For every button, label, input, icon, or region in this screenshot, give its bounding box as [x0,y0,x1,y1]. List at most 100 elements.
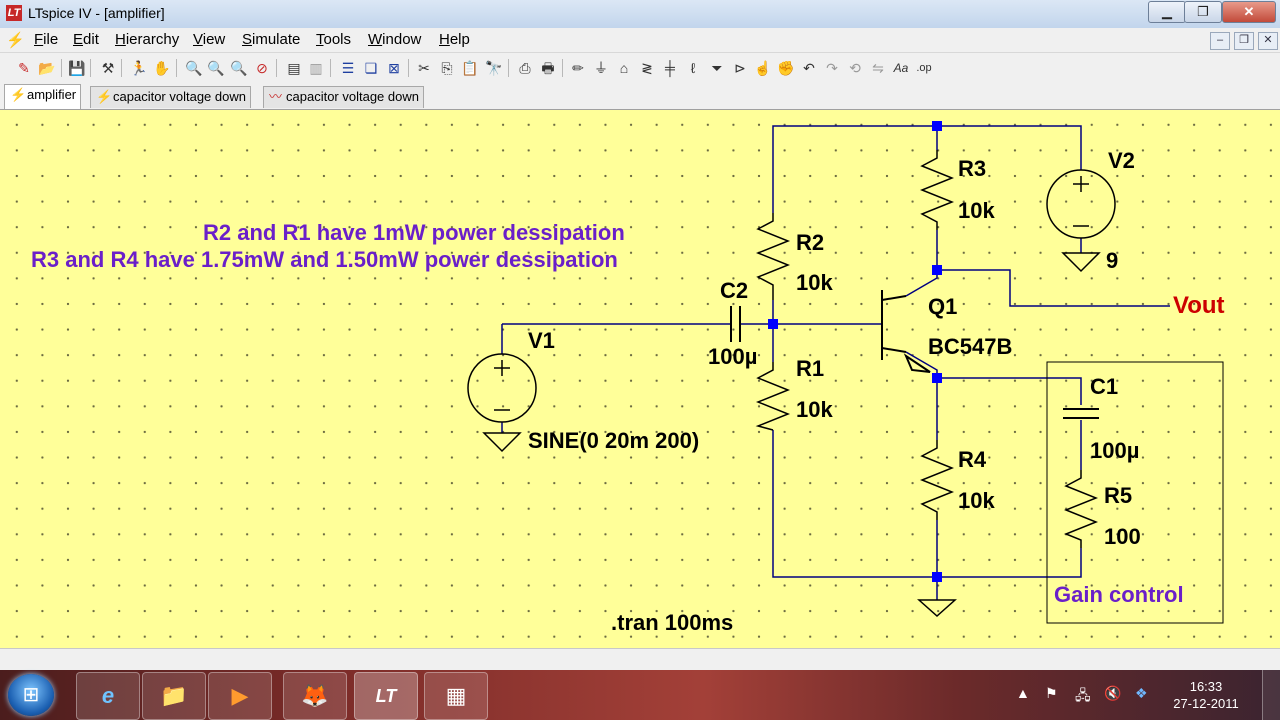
autorange-icon[interactable]: ▤ [287,60,301,76]
show-hidden-icons-icon[interactable]: ▲ [1016,685,1030,701]
taskbar-clock[interactable]: 16:33 27-12-2011 [1170,678,1242,712]
r3-name[interactable]: R3 [958,156,987,181]
comment-power-r3-r4[interactable]: R3 and R4 have 1.75mW and 1.50mW power d… [31,247,618,272]
r5-name[interactable]: R5 [1104,483,1133,508]
volume-muted-icon[interactable]: 🔇 [1104,685,1122,701]
r1-value[interactable]: 10k [796,397,833,422]
r2-name[interactable]: R2 [796,230,825,255]
c1-name[interactable]: C1 [1090,374,1119,399]
ground-icon[interactable]: ⏚ [594,60,608,76]
v2-value[interactable]: 9 [1106,248,1119,273]
find-icon[interactable]: 🔭 [485,60,503,76]
redo-icon[interactable]: ↷ [826,60,838,76]
drag-icon[interactable]: ✊ [777,60,795,76]
move-icon[interactable]: ☝ [754,60,772,76]
tile-horizontal-icon[interactable]: ☰ [341,60,355,76]
r1-name[interactable]: R1 [796,356,825,381]
r2-value[interactable]: 10k [796,270,833,295]
taskbar-ltspice[interactable]: LT [354,672,418,720]
r5-value[interactable]: 100 [1104,524,1141,549]
cascade-icon[interactable]: ❏ [364,60,378,76]
v1-value[interactable]: SINE(0 20m 200) [528,428,700,453]
tab-capacitor-voltage-down-schematic[interactable]: ⚡ capacitor voltage down [90,86,251,108]
close-button[interactable]: ✕ [1222,1,1276,23]
zoom-cancel-icon[interactable]: ⊘ [256,60,268,76]
view-netlist-icon[interactable]: ▥ [309,60,323,76]
gain-control-label[interactable]: Gain control [1054,582,1184,607]
v1-name[interactable]: V1 [528,328,555,353]
action-center-flag-icon[interactable]: ⚑ [1045,685,1058,701]
copy-icon[interactable]: ⎘ [441,60,453,76]
r4-name[interactable]: R4 [958,447,987,472]
zoom-pan-icon[interactable]: 🔍 [207,60,225,76]
spice-directive-icon[interactable]: .op [916,62,932,74]
dropbox-icon[interactable]: ❖ [1135,685,1148,701]
rotate-icon[interactable]: ⟲ [849,60,861,76]
close-window-icon[interactable]: ⊠ [388,60,400,76]
text-icon[interactable]: Aa [893,61,909,75]
save-icon[interactable]: 💾 [68,60,86,76]
tab-capacitor-voltage-down-waveform[interactable]: 〰 capacitor voltage down [263,86,424,108]
wire-emitter [905,351,938,440]
start-button[interactable]: ⊞ [8,674,54,716]
tab-amplifier[interactable]: ⚡ amplifier [4,84,82,109]
q1-value[interactable]: BC547B [928,334,1013,359]
diode-icon[interactable]: ⏷ [711,60,723,76]
menu-view[interactable]: View [193,31,226,48]
mdi-restore-button[interactable]: ❐ [1234,32,1254,50]
v2-name[interactable]: V2 [1108,148,1135,173]
taskbar-calculator[interactable]: ▦ [424,672,488,720]
cut-icon[interactable]: ✂ [418,60,430,76]
zoom-out-icon[interactable]: 🔍 [230,60,248,76]
label-net-icon[interactable]: ⌂ [619,60,629,76]
schematic-doc-icon[interactable]: ⚡ [6,32,25,49]
print-setup-icon[interactable]: ⎙ [519,60,531,76]
mdi-minimize-button[interactable]: – [1210,32,1230,50]
menu-tools[interactable]: Tools [316,31,352,48]
zoom-in-icon[interactable]: 🔍 [185,60,203,76]
menu-window[interactable]: Window [368,31,422,48]
control-panel-icon[interactable]: ⚒ [101,60,115,76]
menu-hierarchy[interactable]: Hierarchy [115,31,180,48]
q1-name[interactable]: Q1 [928,294,958,319]
inductor-icon[interactable]: ℓ [690,60,696,76]
paste-icon[interactable]: 📋 [461,60,479,76]
net-label-vout[interactable]: Vout [1173,292,1225,319]
mirror-icon[interactable]: ⇋ [872,60,884,76]
schematic-canvas[interactable]: R2 and R1 have 1mW power dessipation R3 … [0,110,1280,648]
restore-button[interactable]: ❐ [1184,1,1222,23]
menu-help[interactable]: Help [439,31,470,48]
comment-power-r1-r2[interactable]: R2 and R1 have 1mW power dessipation [203,220,625,245]
new-schematic-icon[interactable]: ✎ [18,60,30,76]
mdi-close-button[interactable]: ✕ [1258,32,1278,50]
minimize-button[interactable]: ▁ [1148,1,1186,23]
network-icon[interactable]: 🖧 [1075,687,1091,703]
component-icon[interactable]: ⊳ [734,60,746,76]
minimize-icon: ▁ [1162,4,1172,19]
c1-value[interactable]: 100µ [1090,438,1140,463]
menu-edit[interactable]: Edit [73,31,99,48]
calculator-icon: ▦ [445,683,467,708]
wire-icon[interactable]: ✏ [572,60,584,76]
c2-name[interactable]: C2 [720,278,749,303]
taskbar-windows-explorer[interactable]: 📁 [142,672,206,720]
r4-value[interactable]: 10k [958,488,995,513]
status-bar [0,648,1280,671]
capacitor-icon[interactable]: ╪ [665,60,675,76]
r3-value[interactable]: 10k [958,198,995,223]
taskbar-media-player[interactable]: ▶ [208,672,272,720]
c2-value[interactable]: 100µ [708,344,758,369]
ltspice-logo-icon[interactable]: LT [6,5,22,21]
open-icon[interactable]: 📂 [38,60,56,76]
menu-file[interactable]: File [34,31,59,48]
halt-icon[interactable]: ✋ [153,60,171,76]
spice-directive-tran[interactable]: .tran 100ms [611,610,734,635]
resistor-icon[interactable]: ≷ [641,60,653,76]
menu-simulate[interactable]: Simulate [242,31,301,48]
print-icon[interactable]: 🖶 [541,60,555,76]
undo-icon[interactable]: ↶ [803,60,815,76]
show-desktop-button[interactable] [1262,670,1280,720]
taskbar-internet-explorer[interactable]: e [76,672,140,720]
taskbar-firefox[interactable]: 🦊 [283,672,347,720]
run-icon[interactable]: 🏃 [130,60,148,76]
